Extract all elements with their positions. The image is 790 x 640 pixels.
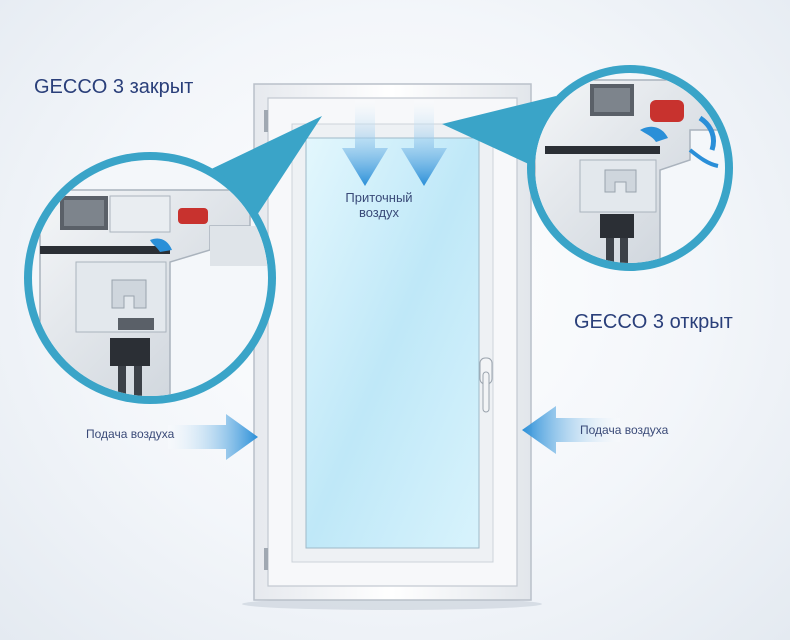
- arrow-right-in: [168, 414, 258, 460]
- connector-right: [442, 96, 556, 172]
- arrow-down-left: [342, 100, 388, 186]
- supply-air-line2: воздух: [358, 205, 400, 220]
- supply-air-label: Приточный воздух: [334, 190, 424, 220]
- detail-open: [527, 65, 733, 271]
- air-supply-left-label: Подача воздуха: [86, 427, 175, 441]
- window-handle-icon: [479, 357, 493, 413]
- air-supply-right-label: Подача воздуха: [580, 423, 669, 437]
- arrow-down-right: [401, 100, 447, 186]
- window: [253, 83, 532, 601]
- title-open: GECCO 3 открыт: [574, 311, 733, 333]
- hinge-top: [264, 110, 268, 132]
- supply-air-line1: Приточный: [345, 190, 413, 205]
- hinge-bottom: [264, 548, 268, 570]
- title-closed: GECCO 3 закрыт: [34, 76, 194, 98]
- window-shadow: [242, 598, 542, 610]
- window-glass: [305, 137, 480, 549]
- detail-closed: [24, 152, 276, 404]
- arrow-left-in: [522, 406, 620, 454]
